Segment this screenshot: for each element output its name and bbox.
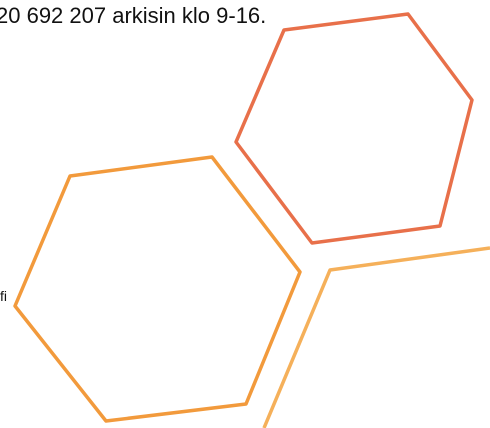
partial-hexagon-outline bbox=[262, 246, 490, 428]
hexagon-top-outline bbox=[234, 12, 474, 245]
contact-hours-text: 20 692 207 arkisin klo 9-16. bbox=[0, 3, 267, 28]
hexagon-bottom-outline bbox=[13, 155, 302, 423]
text-fragment: fi bbox=[0, 288, 7, 304]
